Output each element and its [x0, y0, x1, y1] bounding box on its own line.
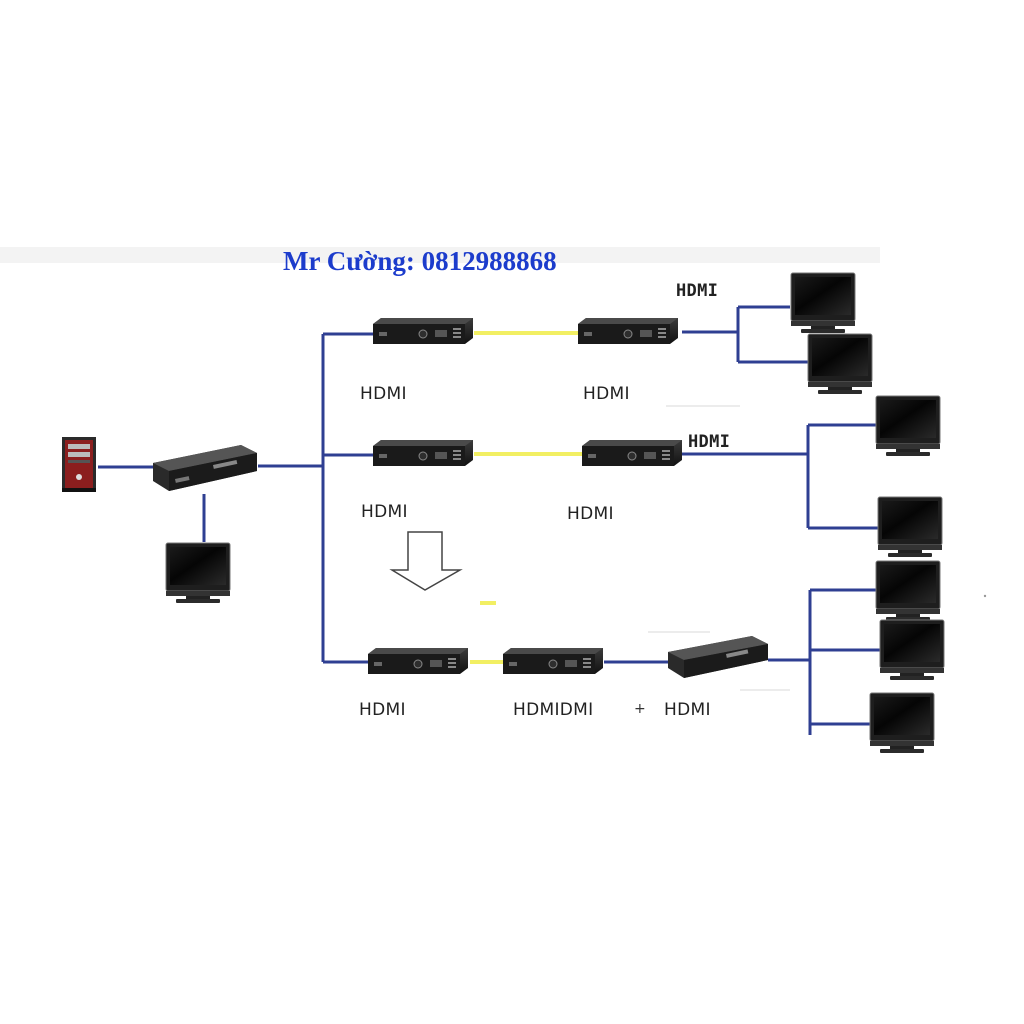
label-row3-rx: HDMI​DMI [513, 700, 594, 720]
label-row1-tx: HDMI [360, 384, 407, 404]
fiber-links [470, 331, 582, 664]
label-row3-tx: HDMI [359, 700, 406, 720]
down-arrow-icon [389, 531, 463, 591]
label-row3-splitter: HDMI [664, 700, 711, 720]
row2-monitor-2-icon [877, 496, 943, 558]
row1-receiver-icon [577, 317, 679, 345]
row3-receiver-icon [502, 647, 604, 675]
row2-monitor-1-icon [875, 395, 941, 457]
row1-monitor-2-icon [807, 333, 873, 395]
label-row3-plus: + [634, 701, 646, 717]
row3-monitor-2-icon [879, 619, 945, 681]
row2-receiver-icon [581, 439, 683, 467]
contact-info: Mr Cường: 0812988868 [283, 246, 557, 276]
label-row2-tx: HDMI [361, 502, 408, 522]
pc-tower-icon [62, 437, 96, 492]
stray-dot [983, 594, 987, 598]
label-row1-rx: HDMI [583, 384, 630, 404]
label-row2-hdmi-out: HDMI [688, 432, 731, 452]
background-artifacts [648, 405, 790, 691]
cables [98, 305, 880, 735]
label-row2-rx: HDMI [567, 504, 614, 524]
row1-monitor-1-icon [790, 272, 856, 334]
row2-transmitter-icon [372, 439, 474, 467]
hdmi-splitter-main-icon [153, 445, 257, 491]
row3-monitor-3-icon [869, 692, 935, 754]
label-row1-hdmi-out: HDMI [676, 281, 719, 301]
row3-transmitter-icon [367, 647, 469, 675]
row3-monitor-1-icon [875, 560, 941, 622]
local-monitor-icon [165, 542, 231, 604]
fiber-fragment [480, 601, 496, 605]
top-strip [0, 247, 880, 263]
row1-transmitter-icon [372, 317, 474, 345]
hdmi-splitter-row3-icon [668, 636, 768, 678]
